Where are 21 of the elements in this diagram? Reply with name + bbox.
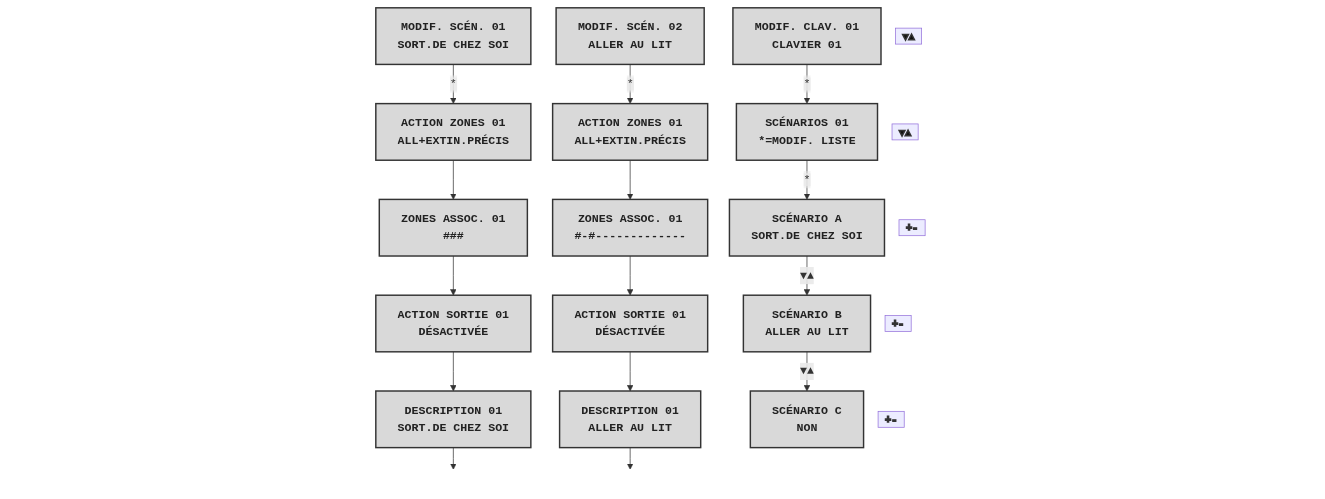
display-screen-box: ACTION SORTIE 01 DÉSACTIVÉE xyxy=(374,294,532,353)
display-screen-box: MODIF. SCÉN. 02 ALLER AU LIT xyxy=(555,7,705,66)
display-screen-box: MODIF. SCÉN. 01 SORT.DE CHEZ SOI xyxy=(374,7,532,66)
keypad-key-icon: +- xyxy=(898,219,926,237)
display-screen-box: ACTION ZONES 01 ALL+EXTIN.PRÉCIS xyxy=(551,102,709,161)
display-screen-box: DESCRIPTION 01 SORT.DE CHEZ SOI xyxy=(374,390,532,449)
edge-label: * xyxy=(449,75,457,93)
display-screen-box: ACTION ZONES 01 ALL+EXTIN.PRÉCIS xyxy=(374,102,532,161)
keypad-key-icon: ▼▲ xyxy=(894,27,922,45)
keypad-key-icon: ▼▲ xyxy=(891,123,919,141)
edge-label: ▼▲ xyxy=(799,266,814,285)
edge-label: ▼▲ xyxy=(799,362,814,381)
edge-label: * xyxy=(626,75,634,93)
display-screen-box: ACTION SORTIE 01 DÉSACTIVÉE xyxy=(551,294,709,353)
display-screen-box: ZONES ASSOC. 01 #-#------------- xyxy=(551,198,709,257)
edge-label: * xyxy=(803,75,811,93)
keypad-key-icon: +- xyxy=(884,315,912,332)
display-screen-box: DESCRIPTION 01 ALLER AU LIT xyxy=(558,390,702,449)
display-screen-box: ZONES ASSOC. 01 ### xyxy=(378,198,528,257)
keypad-key-icon: +- xyxy=(877,410,905,428)
edge-label: * xyxy=(803,171,811,189)
